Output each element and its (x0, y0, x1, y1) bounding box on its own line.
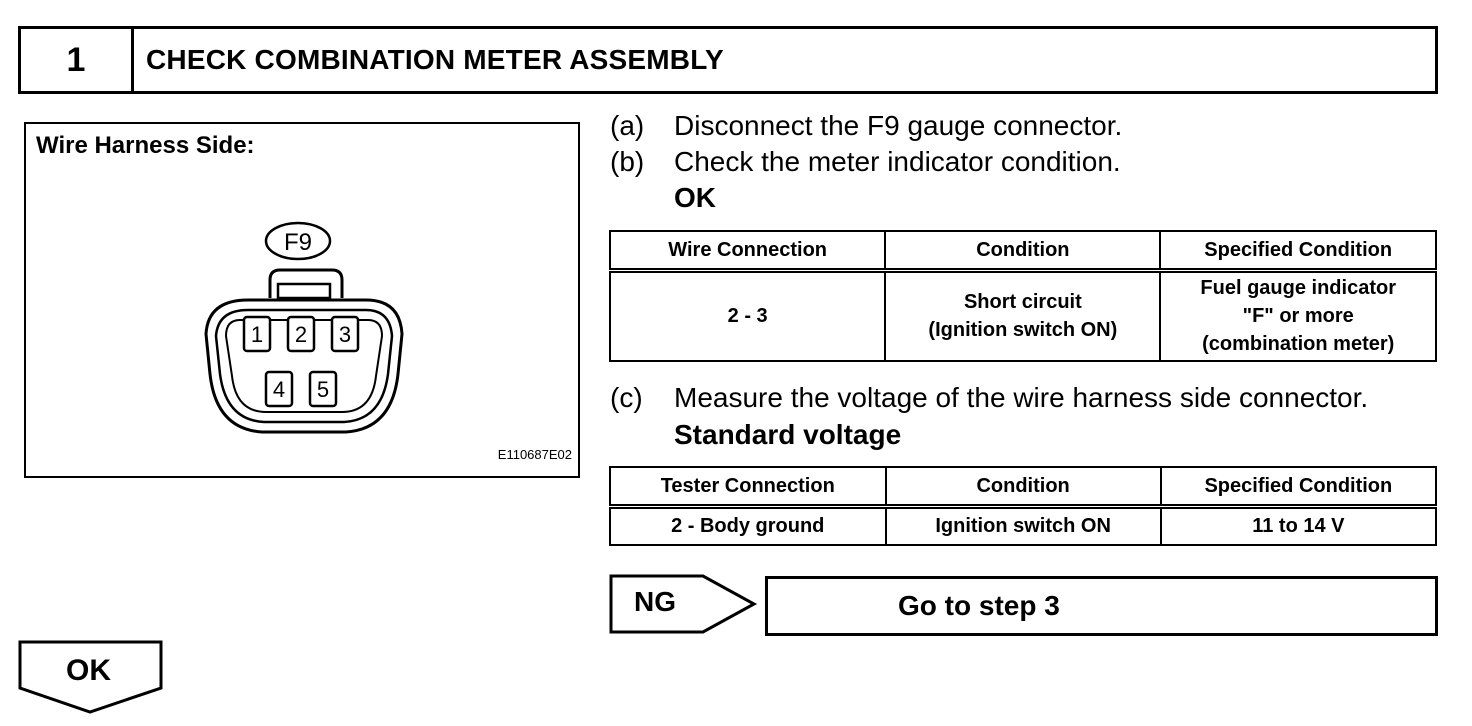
pin-2 (286, 315, 316, 353)
standard-voltage-label: Standard voltage (674, 419, 902, 450)
table-header: Specified Condition (1159, 466, 1438, 509)
pin-label: 3 (339, 322, 351, 347)
table-header: Wire Connection (608, 230, 887, 273)
table-cell: 11 to 14 V (1159, 505, 1438, 546)
ok-result-label: OK (674, 182, 716, 213)
step-number: 1 (21, 29, 134, 91)
pin-label: 2 (295, 322, 307, 347)
pin-1 (242, 315, 272, 353)
ng-arrow-icon (609, 574, 758, 634)
figure-caption: Wire Harness Side: (36, 132, 255, 159)
step-text: Check the meter indicator condition. (674, 146, 1121, 177)
image-code: E110687E02 (497, 447, 572, 462)
step-letter: (c) (610, 382, 643, 413)
table-cell: 2 - Body ground (609, 505, 887, 546)
step-title: CHECK COMBINATION METER ASSEMBLY (146, 44, 724, 75)
pin-4 (264, 370, 294, 408)
pin-label: 5 (317, 377, 329, 402)
table-header: Tester Connection (609, 466, 887, 509)
step-text: Measure the voltage of the wire harness … (674, 382, 1369, 413)
table-row: 2 - 3 Short circuit (Ignition switch ON)… (608, 269, 1437, 362)
connector-diagram: F9 1 2 3 4 5 (204, 221, 404, 434)
table-row: 2 - Body ground Ignition switch ON 11 to… (609, 505, 1438, 546)
pin-5 (308, 370, 338, 408)
table-cell: Ignition switch ON (884, 505, 1162, 546)
meter-check-table: Wire Connection Condition Specified Cond… (608, 230, 1437, 362)
go-to-step-3-link[interactable]: Go to step 3 (765, 576, 1438, 636)
ok-label: OK (66, 654, 111, 687)
cell-line: Short circuit (963, 291, 1082, 314)
table-cell: 2 - 3 (608, 269, 887, 362)
table-cell: Short circuit (Ignition switch ON) (884, 269, 1162, 362)
pin-label: 4 (273, 377, 285, 402)
table-header: Condition (884, 466, 1162, 509)
cell-line: (combination meter) (1202, 333, 1395, 356)
connector-label: F9 (284, 229, 312, 256)
step-letter: (b) (610, 146, 645, 177)
table-header: Specified Condition (1159, 230, 1437, 273)
connector-figure: Wire Harness Side: F9 1 2 3 4 5 E110687E… (24, 122, 580, 478)
table-cell: Fuel gauge indicator "F" or more (combin… (1159, 269, 1437, 362)
ok-arrow-icon (18, 640, 163, 714)
step-letter: (a) (610, 110, 645, 141)
pin-label: 1 (251, 322, 263, 347)
table-header: Condition (884, 230, 1162, 273)
pin-3 (330, 315, 360, 353)
step-c: (c) Measure the voltage of the wire harn… (610, 382, 1368, 414)
step-text: Disconnect the F9 gauge connector. (674, 110, 1123, 141)
cell-line: Fuel gauge indicator (1200, 277, 1396, 300)
cell-line: "F" or more (1242, 305, 1354, 328)
ng-label: NG (634, 586, 676, 617)
step-a: (a) Disconnect the F9 gauge connector. (610, 110, 1122, 142)
cell-line: (Ignition switch ON) (928, 319, 1118, 342)
step-b: (b) Check the meter indicator condition. (610, 146, 1121, 178)
voltage-table: Tester Connection Condition Specified Co… (609, 466, 1438, 546)
step-header: 1 CHECK COMBINATION METER ASSEMBLY (18, 26, 1438, 94)
